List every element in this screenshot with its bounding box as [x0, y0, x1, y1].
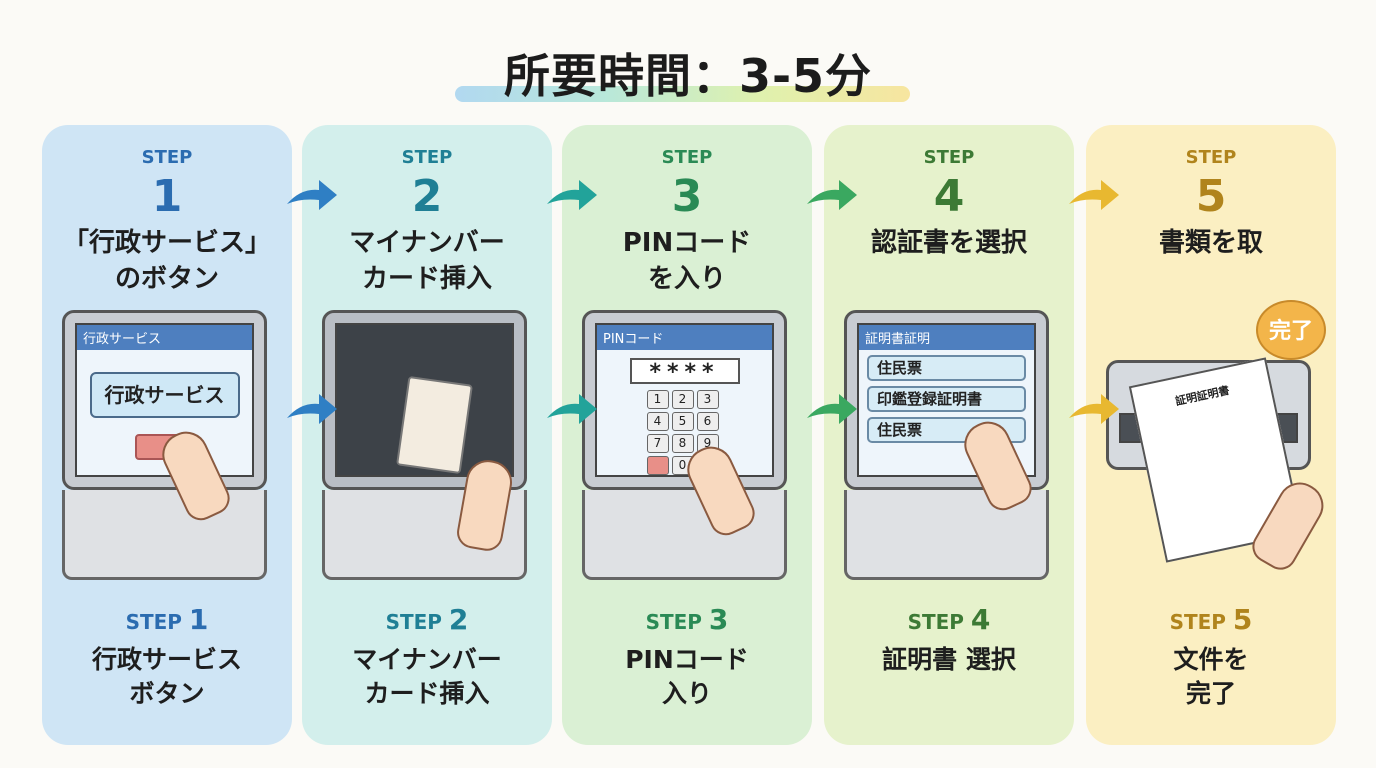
kiosk-screen: 行政サービス 行政サービス [75, 323, 254, 477]
bottom-step-word: STEP [1169, 610, 1226, 634]
bottom-step-word: STEP [385, 610, 442, 634]
bottom-step-word: STEP [125, 610, 182, 634]
kiosk-monitor: 証明書証明住民票印鑑登録証明書住民票 [844, 310, 1049, 490]
step-label: STEP [141, 147, 193, 168]
step-heading: 書類を取 [1086, 225, 1336, 261]
bottom-text-line: PINコード [625, 645, 749, 674]
bottom-text-line: 文件を [1173, 645, 1249, 674]
keypad-key[interactable]: 7 [646, 434, 669, 453]
bottom-text-line: ボタン [129, 679, 205, 708]
keypad-key[interactable]: 3 [696, 390, 719, 409]
keypad-key[interactable]: 4 [646, 412, 669, 431]
step-label: STEP [923, 147, 975, 168]
step-5-panel: STEP 5 書類を取 証明証明書 完了 STEP 5 文件を完了 [1086, 125, 1336, 745]
bottom-text-line: 入り [661, 679, 712, 708]
step-illustration [322, 310, 532, 580]
step-label: STEP [401, 147, 453, 168]
next-step-arrow-icon [1069, 394, 1119, 424]
step-number: 5 [1195, 171, 1227, 222]
step-heading: 「行政サービス」のボタン [42, 225, 292, 297]
heading-line: マイナンバー [349, 228, 505, 258]
my-number-card-icon [396, 375, 473, 475]
kiosk-base [62, 490, 267, 580]
next-step-arrow-icon [807, 180, 857, 210]
step-number: 3 [671, 171, 703, 222]
heading-line: カード挿入 [361, 264, 492, 294]
title-underline [455, 86, 910, 102]
step-number: 4 [933, 171, 965, 222]
heading-line: 認証書を選択 [870, 228, 1027, 258]
bottom-step-text: PINコード入り [562, 643, 812, 711]
kiosk-screen: 証明書証明住民票印鑑登録証明書住民票 [857, 323, 1036, 477]
paper-title: 証明証明書 [1174, 383, 1231, 409]
bottom-step-text: 文件を完了 [1086, 643, 1336, 711]
bottom-step-number: 4 [970, 603, 991, 636]
step-illustration: 行政サービス 行政サービス [62, 310, 272, 580]
screen-title: 行政サービス [77, 325, 252, 350]
next-step-arrow-icon [547, 394, 597, 424]
gyosei-service-button[interactable]: 行政サービス [89, 372, 240, 418]
next-step-arrow-icon [547, 180, 597, 210]
bottom-step-number: 2 [448, 603, 469, 636]
bottom-step-number: 3 [708, 603, 729, 636]
certificate-option[interactable]: 印鑑登録証明書 [867, 386, 1026, 412]
step-illustration: 証明書証明住民票印鑑登録証明書住民票 [844, 310, 1054, 580]
keypad-key[interactable] [646, 456, 669, 475]
keypad-key[interactable]: 8 [671, 434, 694, 453]
bottom-step-label: STEP 5 [1086, 603, 1336, 636]
bottom-step-word: STEP [645, 610, 702, 634]
bottom-step-label: STEP 3 [562, 603, 812, 636]
kiosk-monitor: 行政サービス 行政サービス [62, 310, 267, 490]
page-title: 所要時間：3-5分 [503, 49, 873, 103]
bottom-step-label: STEP 1 [42, 603, 292, 636]
next-step-arrow-icon [807, 394, 857, 424]
bottom-step-text: 証明書 選択 [824, 643, 1074, 677]
step-heading: 認証書を選択 [824, 225, 1074, 261]
step-illustration: 証明証明書 完了 [1106, 300, 1332, 580]
step-number: 1 [151, 171, 183, 222]
heading-line: 「行政サービス」 [62, 228, 271, 258]
complete-bubble: 完了 [1256, 300, 1326, 360]
bottom-step-number: 5 [1232, 603, 1253, 636]
pin-input[interactable]: **** [629, 358, 740, 385]
keypad-key[interactable]: 1 [646, 390, 669, 409]
keypad-key[interactable]: 5 [671, 412, 694, 431]
step-heading: PINコードを入り [562, 225, 812, 297]
bottom-text-line: 完了 [1185, 679, 1236, 708]
next-step-arrow-icon [287, 394, 337, 424]
bottom-text-line: 証明書 選択 [882, 645, 1016, 674]
heading-line: PINコード [622, 228, 752, 258]
bottom-step-text: 行政サービスボタン [42, 643, 292, 711]
heading-line: 書類を取 [1158, 228, 1263, 258]
bottom-step-label: STEP 2 [302, 603, 552, 636]
bottom-step-label: STEP 4 [824, 603, 1074, 636]
screen-title: 証明書証明 [859, 325, 1034, 350]
kiosk-base [582, 490, 787, 580]
bottom-step-word: STEP [907, 610, 964, 634]
keypad-key[interactable]: 2 [671, 390, 694, 409]
step-number: 2 [411, 171, 443, 222]
next-step-arrow-icon [287, 180, 337, 210]
heading-line: を入り [647, 264, 726, 294]
bottom-text-line: カード挿入 [364, 679, 490, 708]
keypad-key[interactable]: 6 [696, 412, 719, 431]
certificate-option[interactable]: 住民票 [867, 355, 1026, 381]
heading-line: のボタン [114, 264, 219, 294]
step-4-panel: STEP 4 認証書を選択 証明書証明住民票印鑑登録証明書住民票 STEP 4 … [824, 125, 1074, 745]
step-label: STEP [1185, 147, 1237, 168]
step-heading: マイナンバーカード挿入 [302, 225, 552, 297]
step-label: STEP [661, 147, 713, 168]
bottom-text-line: 行政サービス [91, 645, 242, 674]
next-step-arrow-icon [1069, 180, 1119, 210]
step-1-panel: STEP 1 「行政サービス」のボタン 行政サービス 行政サービス STEP 1… [42, 125, 292, 745]
screen-title: PINコード [597, 325, 772, 350]
bottom-text-line: マイナンバー [352, 645, 502, 674]
step-2-panel: STEP 2 マイナンバーカード挿入 STEP 2 マイナンバーカード挿入 [302, 125, 552, 745]
bottom-step-text: マイナンバーカード挿入 [302, 643, 552, 711]
bottom-step-number: 1 [188, 603, 209, 636]
